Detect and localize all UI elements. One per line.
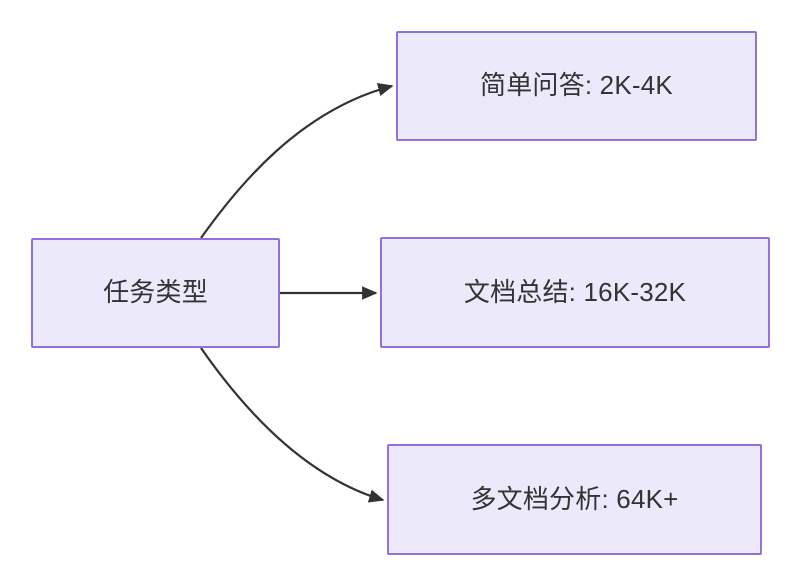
edge-root-to-child-0 <box>200 82 394 239</box>
node-task-type[interactable]: 任务类型 <box>31 238 280 348</box>
node-simple-qa-label: 简单问答: 2K-4K <box>480 70 673 101</box>
node-document-summary-label: 文档总结: 16K-32K <box>463 276 687 307</box>
node-document-summary[interactable]: 文档总结: 16K-32K <box>380 237 770 348</box>
node-multi-document-analysis[interactable]: 多文档分析: 64K+ <box>387 444 762 555</box>
edge-root-to-child-2 <box>200 347 385 503</box>
node-task-type-label: 任务类型 <box>103 277 208 308</box>
node-simple-qa[interactable]: 简单问答: 2K-4K <box>396 31 757 141</box>
node-multi-document-analysis-label: 多文档分析: 64K+ <box>470 483 679 514</box>
